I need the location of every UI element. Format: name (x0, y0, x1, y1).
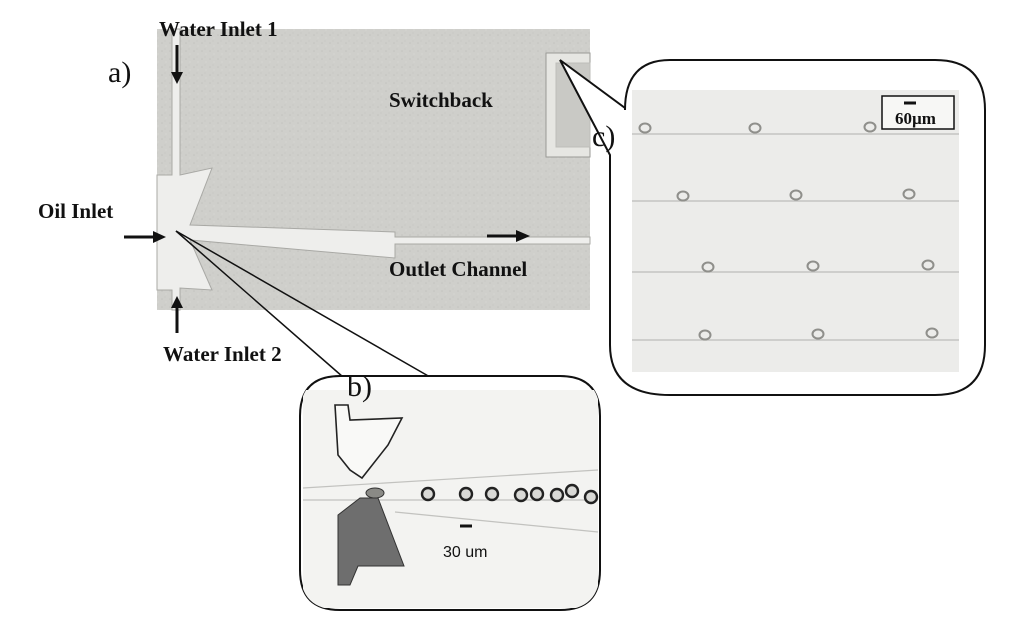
panel-c-droplets (638, 121, 939, 341)
arrow-water-inlet-2 (171, 296, 183, 333)
droplet (789, 189, 803, 201)
droplet (748, 122, 762, 134)
panel-c-channels (632, 133, 959, 341)
droplet (806, 260, 820, 272)
upper-inlet-outline (334, 404, 404, 480)
panel-c-scale-bar: 60µm (881, 95, 955, 130)
lower-inlet-water (337, 497, 405, 586)
panel-c-tag: c) (592, 120, 615, 153)
droplet (484, 486, 500, 502)
channel-wall-bottom (394, 511, 599, 533)
droplet (549, 487, 565, 503)
droplet (638, 122, 652, 134)
callout-b-pointer-left (175, 230, 344, 378)
droplet (458, 486, 474, 502)
droplet (583, 489, 599, 505)
droplet (529, 486, 545, 502)
arrows (124, 45, 530, 333)
chip-background (157, 29, 590, 310)
arrow-outlet (487, 230, 530, 242)
outlet-channel-label: Outlet Channel (389, 257, 527, 281)
droplet (698, 329, 712, 341)
droplet (921, 259, 935, 271)
scale-label-c: 60µm (895, 109, 936, 128)
callout-b-pointer-right (175, 230, 431, 378)
water-inlet-2-label: Water Inlet 2 (163, 342, 282, 366)
panel-b-droplets (420, 483, 599, 505)
scale-box (881, 95, 955, 130)
scale-label-b: 30 um (443, 544, 487, 561)
droplet (676, 190, 690, 202)
callout-b: 30 um (175, 230, 601, 611)
channel-network (156, 28, 591, 311)
droplet (513, 487, 529, 503)
droplet (863, 121, 877, 133)
arrow-oil-inlet (124, 231, 166, 243)
droplet (564, 483, 580, 499)
droplet (925, 327, 939, 339)
oil-inlet-label: Oil Inlet (38, 199, 113, 223)
droplet (420, 486, 436, 502)
callout-c: 60µm (559, 59, 986, 396)
droplet (701, 261, 715, 273)
channel-wall-top (302, 469, 599, 489)
water-inlet-1-label: Water Inlet 1 (159, 17, 278, 41)
arrow-water-inlet-1 (171, 45, 183, 84)
droplet (902, 188, 916, 200)
droplet (811, 328, 825, 340)
panel-b-tag: b) (347, 370, 372, 403)
panel-c-image (632, 90, 959, 372)
panel-a-tag: a) (108, 56, 131, 89)
switchback-label: Switchback (389, 88, 493, 112)
forming-droplet (365, 487, 385, 499)
